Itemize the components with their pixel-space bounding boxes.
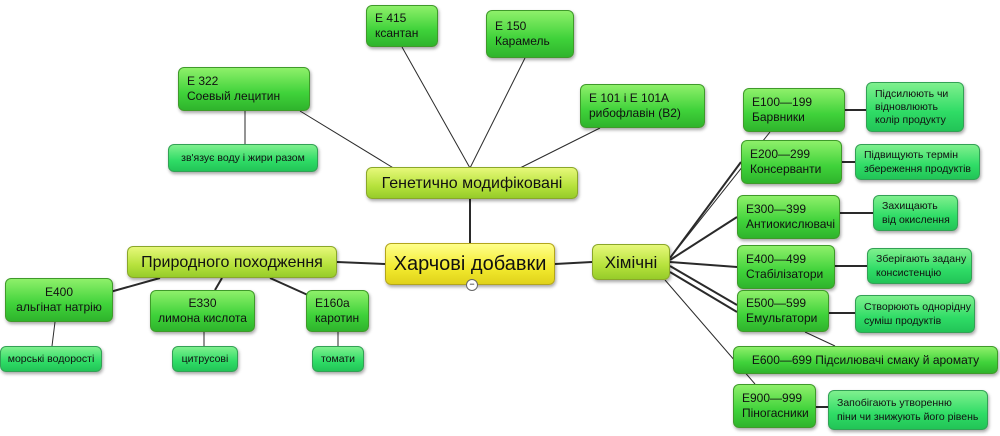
note-e330[interactable]: цитрусові [172,346,238,372]
link-nat-e400 [109,277,161,293]
note: Захищають [882,200,938,212]
link-center-chem [554,261,593,265]
note: суміш продуктів [864,315,942,327]
note: цитрусові [181,353,229,365]
name: Стабілізатори [746,267,824,281]
code: E 415 [375,11,407,25]
link-nat-e160a [269,277,311,297]
code: E 150 [495,19,527,33]
code: E400—499 [746,252,807,266]
name: Карамель [495,34,550,48]
note: колір продукту [875,113,946,126]
link-chem-e500b [669,271,738,313]
collapse-toggle[interactable]: − [466,279,478,291]
code: E100—199 [752,95,813,109]
note: зв'язує воду і жири разом [181,152,305,164]
name: Піногасники [742,406,809,420]
name: Антиокислювачі [746,217,836,231]
link-gm-e150 [469,57,526,169]
note: Запобігають утворенню [837,397,952,409]
note: консистенцію [876,267,942,279]
code: E400 [44,285,74,299]
central-label: Харчові добавки [393,252,547,275]
branch-label: Природного походження [141,253,323,271]
note-e400[interactable]: Зберігають задану консистенцію [867,248,972,284]
link-e400-note [51,321,56,347]
note: Зберігають задану [876,253,967,265]
central-node[interactable]: Харчові добавки [385,243,555,285]
note: піни чи знижують його рівень [837,411,979,423]
branch-gm[interactable]: Генетично модифіковані [366,167,578,199]
note: томати [320,353,356,365]
name: E600—699 Підсилювачі смаку й аромату [751,352,980,367]
code: E200—299 [750,147,811,161]
note: Створюють однорідну [864,301,971,313]
code: E 101 і E 101A [589,91,670,105]
link-center-natural [336,261,386,265]
link-gm-e322 [299,110,401,173]
note: від окислення [882,214,950,226]
name: рибофлавін (B2) [589,106,681,120]
code: E160a [315,296,350,310]
link-chem-e300 [669,216,738,261]
link-gm-e415 [401,46,471,169]
note-e900[interactable]: Запобігають утворенню піни чи знижують йо… [828,390,988,430]
branch-label: Хімічні [604,252,658,272]
note: Підвищують термін [864,149,959,161]
link-chem-e500 [669,265,738,306]
name: Соевый лецитин [187,89,281,103]
code: E300—399 [746,202,807,216]
note: морські водорості [7,353,95,365]
link-gm-e101 [519,127,601,169]
branch-natural[interactable]: Природного походження [127,246,337,278]
name: Барвники [752,110,805,124]
name: альгінат натрію [16,300,102,314]
note-e500[interactable]: Створюють однорідну суміш продуктів [855,295,975,333]
branch-label: Генетично модифіковані [381,174,563,192]
note: збереження продуктів [864,163,971,175]
name: Емульгатори [746,311,818,325]
note-e200[interactable]: Підвищують термін збереження продуктів [855,144,980,180]
branch-chem[interactable]: Хімічні [592,244,670,280]
name: ксантан [375,26,419,40]
name: Консерванти [750,162,822,176]
code: E330 [188,296,217,310]
name: каротин [315,311,360,325]
link-chem-e200 [669,161,742,259]
name: лимона кислота [158,311,247,325]
link-nat-e330 [214,277,223,291]
note: Підсилюють чи [875,87,949,100]
note: відновлюють [875,100,938,113]
link-chem-e600 [804,331,836,347]
link-chem-e400 [669,261,738,268]
note-e160a[interactable]: томати [312,346,364,372]
code: E500—599 [746,296,807,310]
code: E900—999 [742,391,803,405]
note-e400-natural[interactable]: морські водорості [0,346,102,372]
code: E 322 [187,74,219,88]
note-e322[interactable]: зв'язує воду і жири разом [168,144,318,172]
node-e600[interactable]: E600—699 Підсилювачі смаку й аромату [733,346,998,374]
note-e300[interactable]: Захищають від окислення [873,195,958,231]
